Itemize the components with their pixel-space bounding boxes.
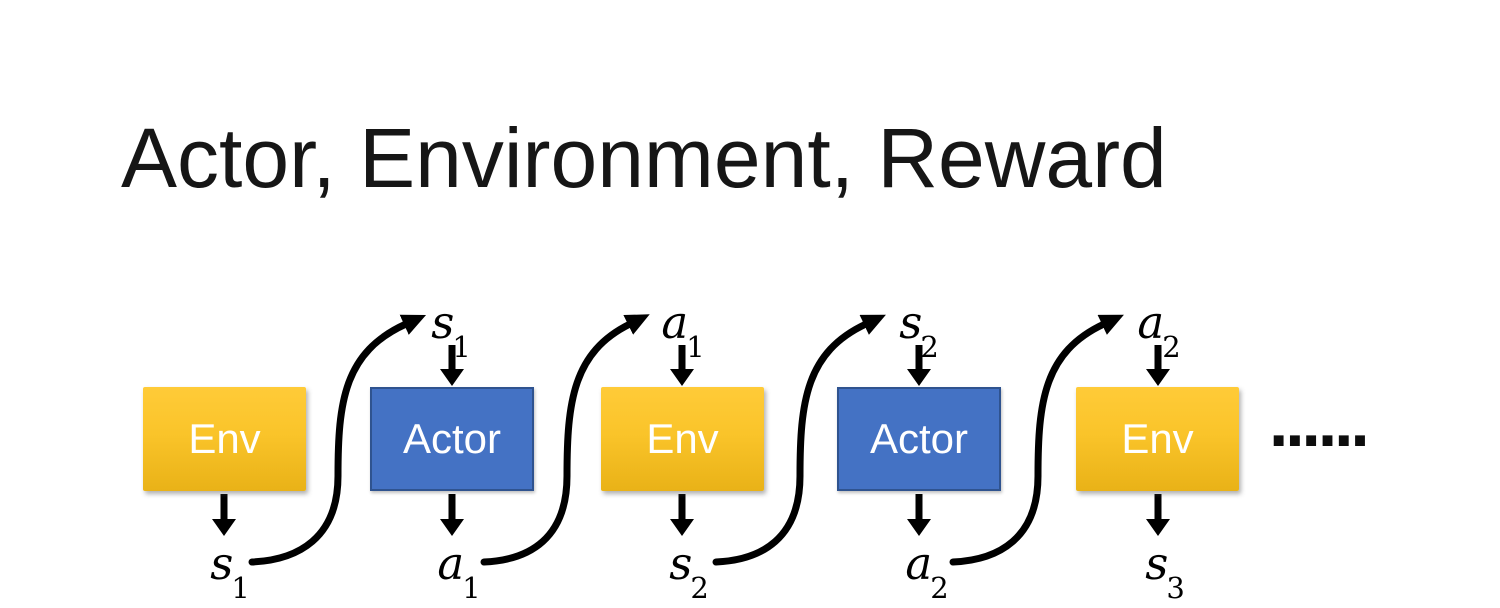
page-title: Actor, Environment, Reward: [121, 111, 1167, 205]
arrow-down-into-env-2: [670, 345, 694, 386]
env-box-3-label: Env: [1121, 415, 1194, 462]
label-s1-bottom-sub: 1: [231, 571, 250, 605]
arrow-down-out-env-2: [670, 494, 694, 536]
label-a2-top-sub: 2: [1162, 330, 1181, 364]
label-s2-top-sub: 2: [920, 330, 939, 364]
env-box-2-label: Env: [646, 415, 719, 462]
label-a2-bottom-base: a: [905, 537, 933, 590]
label-s2-top-base: s: [899, 296, 923, 349]
arrow-down-out-actor-1: [440, 494, 464, 536]
label-a1-bottom: a1: [437, 541, 482, 603]
continuation-ellipsis: ......: [1268, 395, 1371, 460]
label-s1-bottom-base: s: [210, 537, 234, 590]
actor-box-1-label: Actor: [402, 415, 502, 462]
arrow-down-out-env-1: [212, 494, 236, 536]
label-a2-bottom-sub: 2: [930, 571, 949, 605]
label-a2-bottom: a2: [905, 541, 950, 603]
label-s2-bottom-base: s: [669, 537, 693, 590]
env-box-2: Env: [601, 387, 764, 491]
label-s3-bottom-base: s: [1145, 537, 1169, 590]
arrow-down-out-actor-2: [907, 494, 931, 536]
label-s1-top-base: s: [431, 296, 455, 349]
actor-box-1: Actor: [370, 387, 534, 491]
label-s3-bottom: s3: [1145, 541, 1187, 603]
label-s1-bottom: s1: [210, 541, 252, 603]
label-a1-bottom-sub: 1: [462, 571, 481, 605]
arrow-down-out-env-3: [1146, 494, 1170, 536]
label-a1-top-base: a: [661, 296, 689, 349]
env-box-1: Env: [143, 387, 306, 491]
label-s2-bottom: s2: [669, 541, 711, 603]
label-s1-top-sub: 1: [452, 330, 471, 364]
arrow-down-into-env-3: [1146, 345, 1170, 386]
actor-box-2: Actor: [837, 387, 1001, 491]
curve-s2-to-actor-2: [712, 314, 886, 566]
arrow-down-into-actor-2: [907, 345, 931, 386]
curve-a2-to-env-3: [949, 314, 1124, 566]
label-s1-top: s1: [431, 300, 473, 362]
label-a2-top-base: a: [1137, 296, 1165, 349]
label-s2-bottom-sub: 2: [690, 571, 709, 605]
label-s3-bottom-sub: 3: [1166, 571, 1185, 605]
label-s2-top: s2: [899, 300, 941, 362]
arrow-down-into-actor-1: [440, 345, 464, 386]
actor-box-2-label: Actor: [869, 415, 969, 462]
label-a1-top-sub: 1: [686, 330, 705, 364]
env-box-1-label: Env: [188, 415, 261, 462]
label-a1-top: a1: [661, 300, 706, 362]
curve-s1-to-actor-1: [248, 314, 427, 566]
env-box-3: Env: [1076, 387, 1239, 491]
label-a1-bottom-base: a: [437, 537, 465, 590]
label-a2-top: a2: [1137, 300, 1182, 362]
curve-a1-to-env-2: [480, 314, 650, 566]
